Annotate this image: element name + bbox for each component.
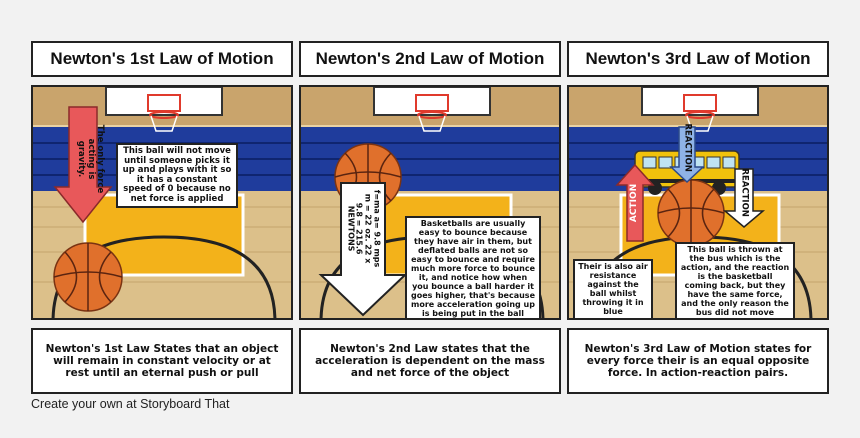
reaction-arrow-right xyxy=(722,168,766,228)
footer-credit[interactable]: Create your own at Storyboard That xyxy=(31,397,230,411)
hoop xyxy=(685,111,715,119)
gravity-arrow-label: The only force acting is gravity. xyxy=(76,124,106,194)
hoop xyxy=(149,111,179,119)
backboard xyxy=(641,87,759,116)
action-arrow-label: ACTION xyxy=(629,183,640,223)
panel-1-caption: Newton's 1st Law States that an object w… xyxy=(31,328,293,394)
panel-2-speech-bubble: Basketballs are usually easy to bounce b… xyxy=(405,216,541,318)
reaction-arrow-top xyxy=(669,126,705,184)
panel-2-title: Newton's 2nd Law of Motion xyxy=(299,41,561,77)
reaction-label-right: REACTION xyxy=(739,168,750,217)
panel-3-caption: Newton's 3rd Law of Motion states for ev… xyxy=(567,328,829,394)
force-arrow xyxy=(318,182,408,317)
panel-1-speech-bubble: This ball will not move until someone pi… xyxy=(116,143,238,209)
panel-3-scene: ACTION REACTION REACTION Their is also a… xyxy=(567,85,829,320)
reaction-label-top: REACTION xyxy=(682,123,693,172)
panel-2-scene: f=ma a= 9.8 mps m = 22 oz. 22 x 9.8 = 21… xyxy=(299,85,561,320)
panel-3-bubble-bus: This ball is thrown at the bus which is … xyxy=(675,242,795,318)
panel-1-title: Newton's 1st Law of Motion xyxy=(31,41,293,77)
panel-1-scene: The only force acting is gravity. This b… xyxy=(31,85,293,320)
force-arrow-label: f=ma a= 9.8 mps m = 22 oz. 22 x 9.8 = 21… xyxy=(346,189,382,268)
panel-2-caption: Newton's 2nd Law states that the acceler… xyxy=(299,328,561,394)
panel-3-bubble-air: Their is also air resistance against the… xyxy=(573,259,653,318)
gravity-arrow xyxy=(53,106,113,224)
action-arrow xyxy=(615,163,655,242)
gym-background xyxy=(33,87,291,318)
hoop xyxy=(417,111,447,119)
panel-3-title: Newton's 3rd Law of Motion xyxy=(567,41,829,77)
